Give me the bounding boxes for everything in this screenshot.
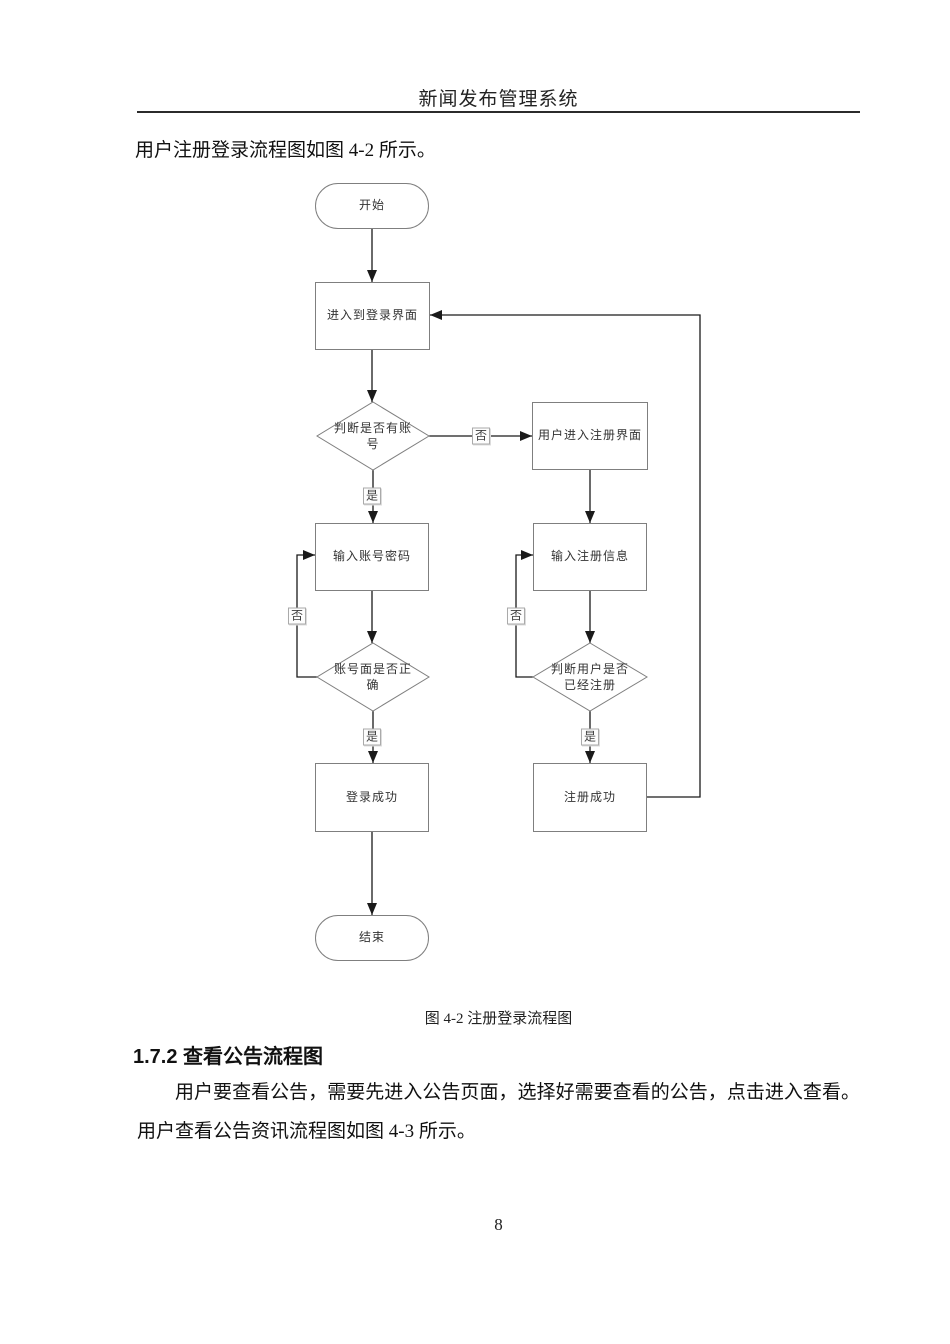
flow-node-start: 开始 (315, 183, 429, 229)
edge-label-yes: 是 (580, 728, 600, 746)
flow-decision-verify-credentials: 账号面是否正确 (333, 661, 412, 692)
edge-register-success-to-login (430, 310, 701, 798)
section-heading: 1.7.2 查看公告流程图 (133, 1046, 324, 1068)
page-number: 8 (494, 1215, 503, 1234)
decision-has-account-shape (316, 401, 430, 471)
edge-label-no: 否 (471, 427, 491, 445)
flow-node-enter-login: 进入到登录界面 (315, 282, 430, 350)
flow-node-end: 结束 (315, 915, 429, 961)
decision-verify-credentials-shape (316, 642, 430, 712)
decision-already-registered-shape (532, 642, 648, 712)
intro-paragraph: 用户注册登录流程图如图 4-2 所示。 (135, 140, 436, 161)
edge-label-yes: 是 (362, 487, 382, 505)
edge-label-no: 否 (287, 607, 307, 625)
body-paragraph-line: 用户查看公告资讯流程图如图 4-3 所示。 (137, 1121, 476, 1142)
flow-node-input-credentials: 输入账号密码 (315, 523, 429, 591)
flow-decision-has-account: 判断是否有账号 (333, 420, 412, 451)
body-paragraph-line: 用户要查看公告，需要先进入公告页面，选择好需要查看的公告，点击进入查看。 (175, 1082, 860, 1103)
edge-label-no: 否 (506, 607, 526, 625)
header-rule (137, 111, 860, 113)
flow-node-login-success: 登录成功 (315, 763, 429, 832)
page-header-title: 新闻发布管理系统 (418, 89, 579, 110)
flow-decision-already-registered: 判断用户是否已经注册 (550, 661, 629, 692)
edge-label-yes: 是 (362, 728, 382, 746)
flow-node-register-success: 注册成功 (533, 763, 647, 832)
flow-node-register-ui: 用户进入注册界面 (532, 402, 648, 470)
figure-caption: 图 4-2 注册登录流程图 (424, 1011, 573, 1027)
flow-node-input-register-info: 输入注册信息 (533, 523, 647, 591)
